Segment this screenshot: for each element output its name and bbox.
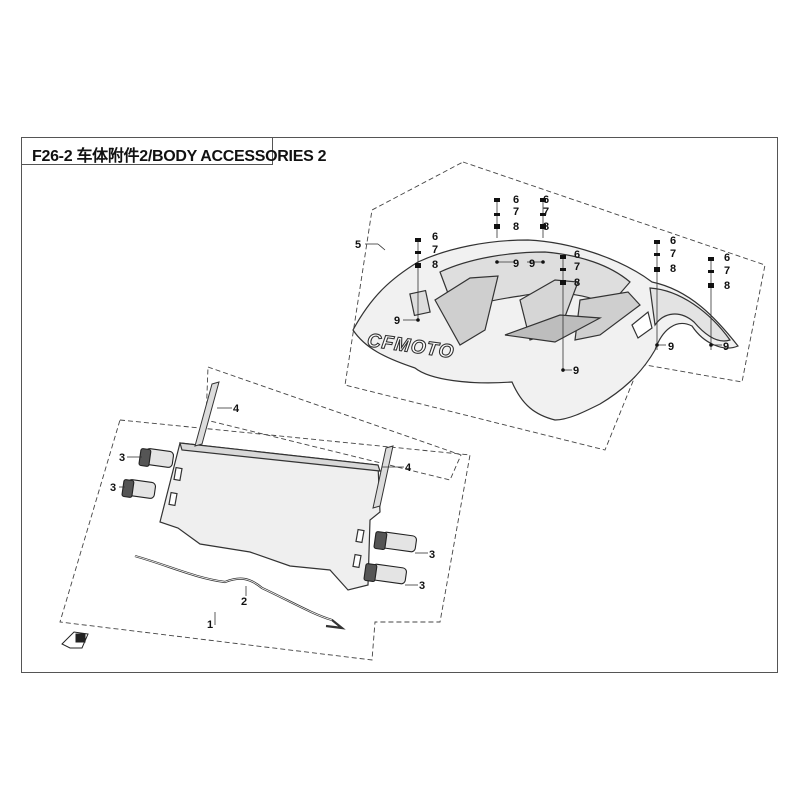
front-panel-fender-arch	[649, 287, 731, 342]
title-box: F26-2 车体附件2/BODY ACCESSORIES 2	[21, 137, 327, 165]
callout-8: 8	[670, 263, 676, 275]
diagram-sheet-border	[21, 137, 778, 673]
callout-7: 7	[543, 206, 549, 218]
callout-6: 6	[432, 231, 438, 243]
fastener-marks	[415, 198, 714, 372]
windshield-slot-lower	[168, 491, 178, 507]
callout-labels: 1 2 3 3 3 3 4 4 5 6 7 8 9 6 7 8 9 6 7 8 …	[110, 194, 730, 631]
bracket-upper-left	[138, 448, 175, 468]
callout-7: 7	[574, 261, 580, 273]
callout-6: 6	[670, 235, 676, 247]
callout-7: 7	[724, 265, 730, 277]
support-rod-inner	[134, 555, 333, 621]
callout-3: 3	[419, 580, 425, 592]
callout-1: 1	[207, 619, 213, 631]
lower-leaders	[119, 407, 428, 625]
callout-7: 7	[670, 248, 676, 260]
windshield-slot-right-a	[355, 528, 365, 544]
callout-8: 8	[543, 221, 549, 233]
diagram-title: F26-2 车体附件2/BODY ACCESSORIES 2	[32, 148, 327, 165]
windshield-outline	[159, 442, 381, 591]
callout-4: 4	[233, 403, 240, 415]
callout-8: 8	[574, 277, 580, 289]
bracket-lower-left	[121, 479, 157, 499]
callout-8: 8	[513, 221, 519, 233]
front-panel-right-scoop	[574, 291, 641, 341]
callout-4: 4	[405, 462, 412, 474]
callout-7: 7	[513, 206, 519, 218]
group-boundary-front-rack	[344, 161, 766, 451]
callout-9: 9	[723, 341, 729, 353]
trim-strip-right	[372, 445, 394, 509]
bracket-lower-right	[363, 563, 407, 585]
callout-5: 5	[355, 239, 361, 251]
callout-8: 8	[432, 259, 438, 271]
callout-9: 9	[394, 315, 400, 327]
front-body-panel	[352, 239, 739, 421]
callout-9: 9	[513, 258, 519, 270]
callout-9: 9	[668, 341, 674, 353]
callout-6: 6	[574, 249, 580, 261]
group-boundary-main-assembly	[59, 419, 471, 661]
callout-6: 6	[724, 252, 730, 264]
windshield-slot-right-b	[352, 553, 362, 569]
callout-8: 8	[724, 280, 730, 292]
front-panel-light-lens	[631, 310, 653, 339]
callout-3: 3	[119, 452, 125, 464]
windshield-panel	[159, 442, 381, 591]
callout-3: 3	[429, 549, 435, 561]
windshield-slot-upper	[173, 466, 183, 482]
callout-6: 6	[543, 194, 549, 206]
trim-strips	[194, 381, 394, 509]
callout-7: 7	[432, 244, 438, 256]
callout-3: 3	[110, 482, 116, 494]
front-panel-left-scoop	[434, 275, 499, 346]
front-panel-leaders	[365, 198, 722, 372]
front-direction-arrow-icon	[61, 631, 89, 649]
callout-9: 9	[573, 365, 579, 377]
front-panel-air-vent	[504, 314, 603, 343]
callout-2: 2	[241, 596, 247, 608]
windshield-top-lip	[179, 442, 381, 472]
mount-brackets	[121, 448, 417, 585]
callout-6: 6	[513, 194, 519, 206]
bracket-upper-right	[373, 531, 417, 553]
callout-9: 9	[529, 258, 535, 270]
trim-strip-left	[194, 381, 220, 447]
